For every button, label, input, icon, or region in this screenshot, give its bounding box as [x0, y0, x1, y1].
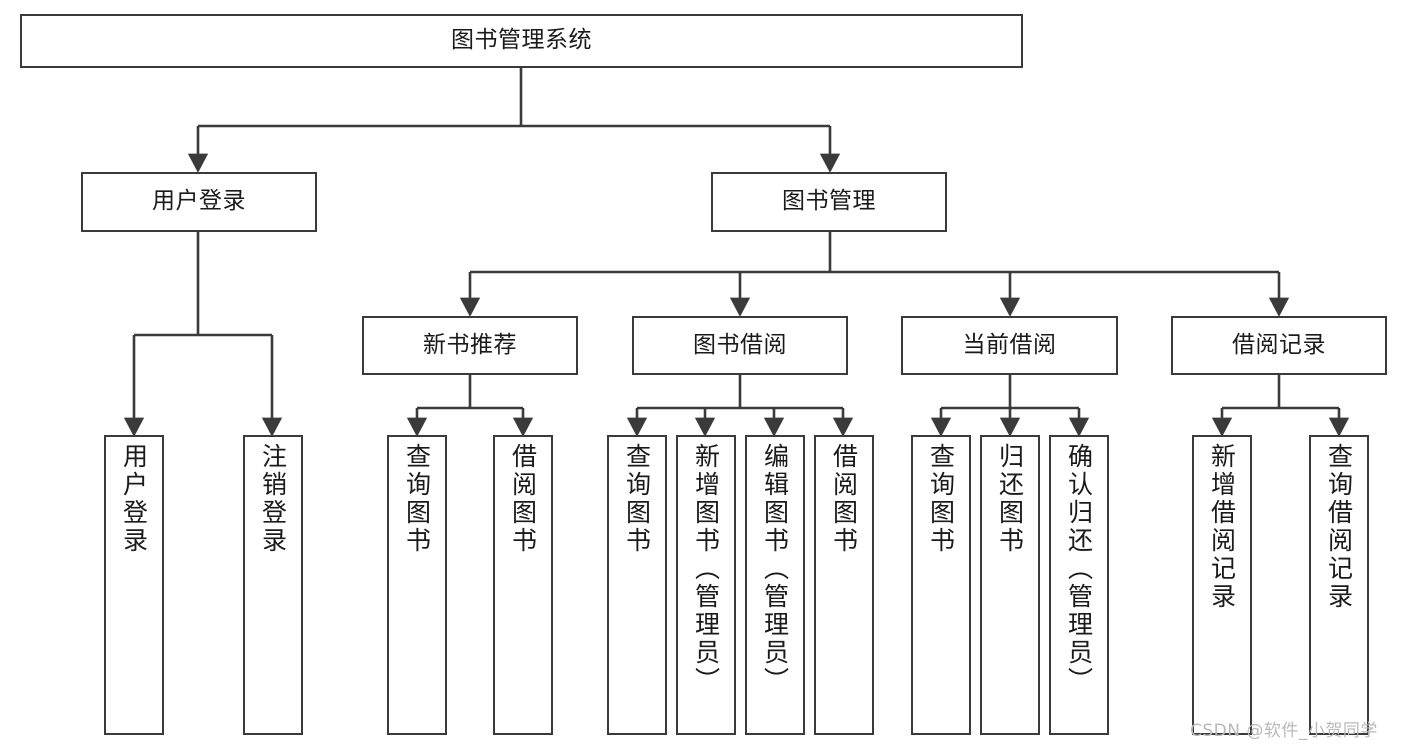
node-label: 新增图书（管理员） — [691, 443, 721, 695]
node-label: 用户登录 — [119, 443, 149, 555]
node-label: 新书推荐 — [423, 331, 517, 358]
node-label: 用户登录 — [152, 188, 246, 215]
node-new-book-recommend[interactable]: 新书推荐 — [362, 316, 578, 375]
leaf-add-book-admin[interactable]: 新增图书（管理员） — [676, 435, 736, 735]
leaf-add-borrow-record[interactable]: 新增借阅记录 — [1192, 435, 1252, 735]
node-book-borrow[interactable]: 图书借阅 — [632, 316, 848, 375]
node-label: 图书借阅 — [693, 331, 787, 358]
leaf-borrow-book[interactable]: 借阅图书 — [814, 435, 874, 735]
leaf-query-borrow-record[interactable]: 查询借阅记录 — [1309, 435, 1369, 735]
node-label: 归还图书 — [995, 443, 1025, 555]
node-label: 图书管理系统 — [451, 27, 592, 54]
leaf-borrow-book-recommend[interactable]: 借阅图书 — [493, 435, 553, 735]
node-label: 图书管理 — [782, 188, 876, 215]
leaf-query-book-current[interactable]: 查询图书 — [911, 435, 971, 735]
node-borrow-record[interactable]: 借阅记录 — [1171, 316, 1387, 375]
node-label: 借阅图书 — [508, 443, 538, 555]
node-current-borrow[interactable]: 当前借阅 — [901, 316, 1118, 375]
node-label: 编辑图书（管理员） — [760, 443, 790, 695]
node-label: 借阅记录 — [1232, 331, 1326, 358]
node-label: 注销登录 — [258, 443, 288, 555]
csdn-watermark: CSDN @软件_小贺同学 — [1190, 721, 1378, 741]
leaf-return-book[interactable]: 归还图书 — [980, 435, 1040, 735]
node-root-system[interactable]: 图书管理系统 — [20, 14, 1023, 68]
leaf-confirm-return-admin[interactable]: 确认归还（管理员） — [1049, 435, 1109, 735]
node-label: 查询借阅记录 — [1324, 443, 1354, 611]
leaf-logout[interactable]: 注销登录 — [243, 435, 303, 735]
leaf-query-book-recommend[interactable]: 查询图书 — [387, 435, 447, 735]
leaf-user-login[interactable]: 用户登录 — [104, 435, 164, 735]
node-label: 查询图书 — [402, 443, 432, 555]
leaf-query-book-borrow[interactable]: 查询图书 — [607, 435, 667, 735]
node-label: 新增借阅记录 — [1207, 443, 1237, 611]
leaf-edit-book-admin[interactable]: 编辑图书（管理员） — [745, 435, 805, 735]
node-label: 当前借阅 — [962, 331, 1057, 358]
node-book-management[interactable]: 图书管理 — [711, 172, 947, 232]
node-label: 查询图书 — [622, 443, 652, 555]
node-label: 查询图书 — [926, 443, 956, 555]
node-label: 借阅图书 — [829, 443, 859, 555]
node-label: 确认归还（管理员） — [1064, 443, 1094, 695]
node-user-login[interactable]: 用户登录 — [81, 172, 317, 232]
